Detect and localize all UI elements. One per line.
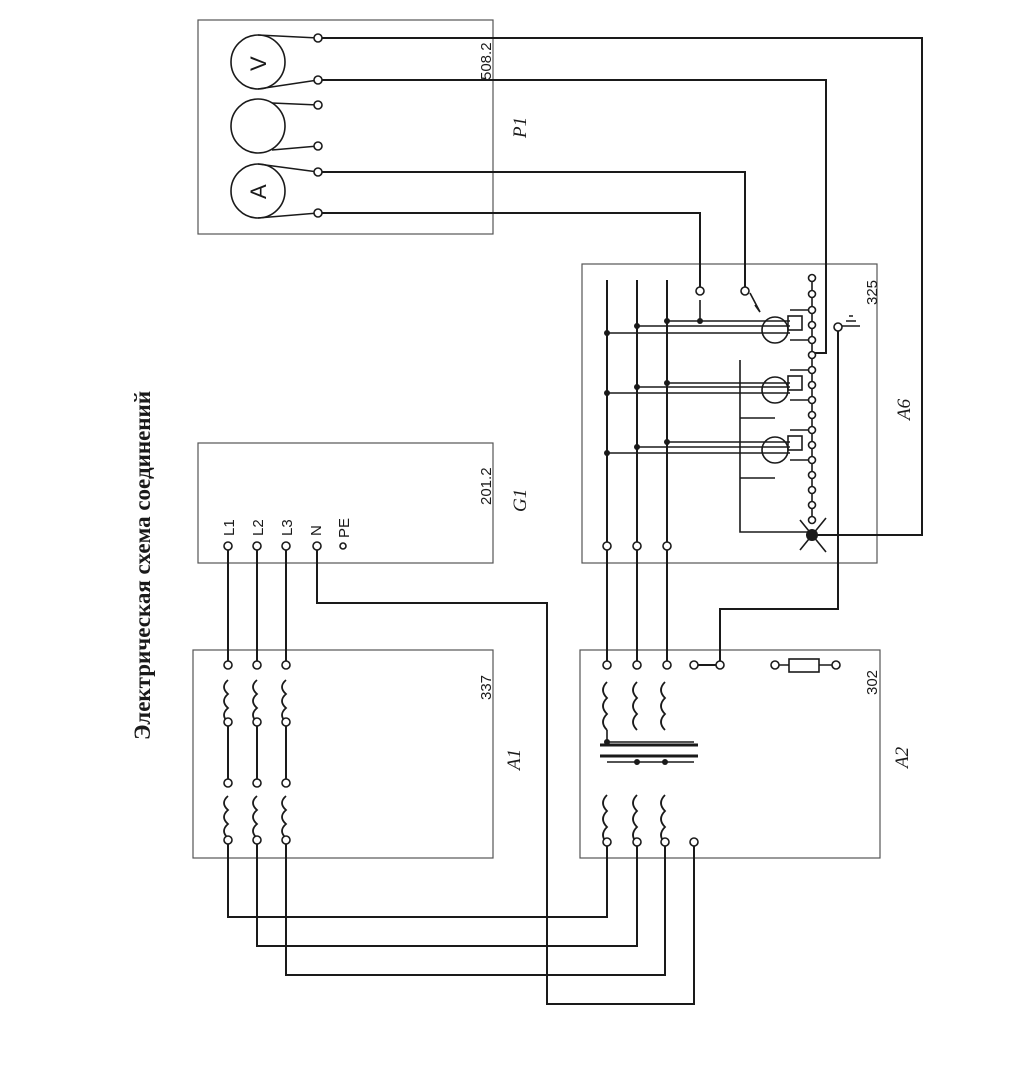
junction-dots: [604, 318, 723, 765]
g1-number: 201.2: [478, 467, 495, 505]
g1-terminal-l1: L1: [221, 519, 238, 536]
block-a2: [579, 649, 881, 859]
terminals: [223, 33, 843, 847]
a2-designator: A2: [892, 746, 913, 770]
p1-number: 508.2: [478, 42, 495, 80]
a6-number: 325: [864, 280, 881, 305]
block-p1: [197, 19, 494, 235]
a6-designator: A6: [894, 398, 915, 422]
a2-number: 302: [864, 670, 881, 695]
p1-designator: P1: [510, 117, 531, 139]
g1-terminal-pe: PE: [336, 518, 353, 538]
lamp-3-icon: [761, 436, 789, 464]
switch-2-icon: [787, 375, 803, 391]
resistor-icon: [788, 658, 820, 673]
a1-designator: A1: [504, 749, 525, 772]
diagram-title: Электрическая схема соединений: [130, 391, 155, 740]
ammeter-label: A: [246, 184, 271, 199]
g1-terminal-l2: L2: [250, 519, 267, 536]
switch-3-icon: [787, 435, 803, 451]
a1-coils: [223, 679, 288, 839]
g1-terminal-l3: L3: [279, 519, 296, 536]
switch-1-icon: [787, 315, 803, 331]
p1-meter-leads: [257, 34, 319, 219]
block-g1: [197, 442, 494, 564]
connection-wires: [227, 37, 923, 1005]
ground-icon: [842, 315, 860, 327]
wattmeter-icon: [230, 98, 286, 154]
arrow-icon: [749, 292, 761, 313]
lamp-2-icon: [761, 376, 789, 404]
g1-designator: G1: [510, 489, 531, 512]
block-a6: [581, 263, 878, 564]
g1-terminal-n: N: [308, 525, 325, 536]
block-a1: [192, 649, 494, 859]
a2-transformer: [600, 658, 834, 844]
voltmeter-label: V: [246, 56, 271, 71]
a1-number: 337: [478, 675, 495, 700]
a6-internals: [607, 278, 860, 553]
